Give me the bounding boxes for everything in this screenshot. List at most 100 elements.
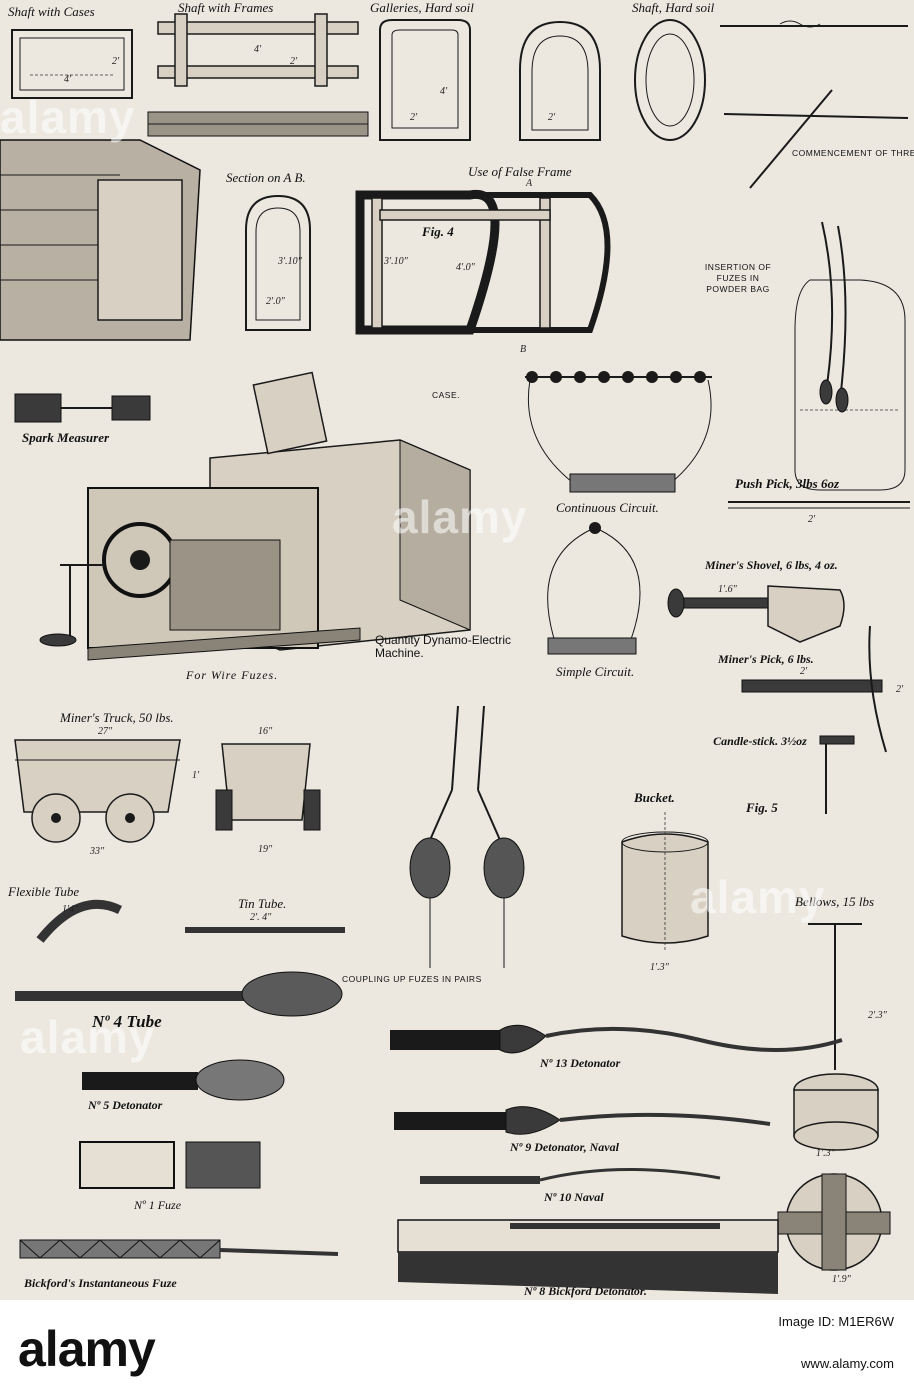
caption-shaft-hard-soil: Shaft, Hard soil — [632, 0, 715, 15]
miners-shovel-drawing — [667, 585, 845, 643]
image-id: Image ID: M1ER6W — [778, 1314, 894, 1329]
caption-galleries-hard-soil: Galleries, Hard soil — [370, 0, 474, 15]
dim-cases-height: 2' — [112, 56, 120, 67]
shaft-with-frames-drawing — [147, 13, 369, 137]
caption-shaft-with-cases: Shaft with Cases — [8, 4, 95, 19]
bickford-instantaneous-drawing — [19, 1239, 339, 1259]
candle-stick-drawing — [819, 735, 855, 814]
dim-pick-length: 2' — [800, 666, 808, 677]
caption-bellows: Bellows, 15 lbs — [795, 894, 875, 909]
dim-frames-width: 4' — [254, 44, 262, 55]
dim-frames-height: 2' — [290, 56, 298, 67]
powder-bag-drawing — [794, 221, 906, 491]
caption-miners-shovel: Miner's Shovel, 6 lbs, 4 oz. — [705, 558, 838, 572]
caption-three-way-join: COMMENCEMENT OF THREE-WAY JOIN — [792, 148, 914, 158]
site-url: www.alamy.com — [801, 1356, 894, 1371]
caption-miners-truck: Miner's Truck, 50 lbs. — [60, 710, 174, 725]
no9-detonator-drawing — [394, 1106, 771, 1135]
watermark: alamy — [20, 1011, 156, 1063]
caption-insertion-fuzes: INSERTION OF FUZES IN POWDER BAG — [704, 262, 772, 294]
dim-truck-width: 16" — [258, 726, 273, 737]
no10-naval-drawing — [420, 1168, 721, 1184]
dim-push-pick: 2' — [808, 514, 816, 525]
dim-bellows-base: 1'.9" — [832, 1274, 851, 1285]
dynamo-machine-drawing — [39, 371, 471, 661]
caption-bickford-instantaneous: Bickford's Instantaneous Fuze — [24, 1276, 177, 1290]
caption-tin-tube: Tin Tube. — [238, 896, 287, 911]
label-b: B — [520, 344, 527, 355]
caption-no5-detonator: Nº 5 Detonator — [88, 1098, 163, 1112]
caption-no1-fuze: Nº 1 Fuze — [134, 1198, 182, 1212]
caption-simple-circuit: Simple Circuit. — [556, 664, 635, 679]
caption-no4-tube: Nº 4 Tube — [92, 1012, 162, 1031]
caption-miners-pick: Miner's Pick, 6 lbs. — [718, 652, 814, 666]
label-a: A — [526, 178, 533, 189]
caption-fig-4: Fig. 4 — [422, 224, 454, 239]
bucket-drawing — [621, 812, 709, 950]
dim-arch-width: 2' — [548, 112, 556, 123]
dim-cases-width: 4' — [64, 74, 72, 85]
no5-detonator-drawing — [82, 1059, 285, 1101]
watermark: alamy — [690, 871, 826, 923]
section-ab-drawing — [245, 194, 311, 331]
dim-frame-width: 4'.0" — [456, 262, 475, 273]
continuous-circuit-drawing — [525, 371, 712, 493]
coupling-fuzes-drawing — [409, 705, 525, 968]
caption-dynamo-machine: Quantity Dynamo-Electric Machine. — [375, 633, 512, 660]
timbering-drawing — [0, 139, 201, 341]
caption-fig-5: Fig. 5 — [746, 800, 778, 815]
caption-no9-detonator: Nº 9 Detonator, Naval — [510, 1140, 619, 1154]
caption-coupling-fuzes: COUPLING UP FUZES IN PAIRS — [342, 974, 482, 984]
caption-for-wire-fuzes: For Wire Fuzes. — [186, 668, 279, 682]
shaft-with-cases-drawing — [11, 29, 133, 99]
dim-shovel: 1'.6" — [718, 584, 737, 595]
bellows-drawing — [777, 923, 891, 1271]
dim-bucket: 1'.3" — [650, 962, 669, 973]
caption-no13-detonator: Nº 13 Detonator — [540, 1056, 621, 1070]
push-pick-drawing — [728, 501, 910, 509]
caption-case: CASE. — [432, 390, 461, 400]
no13-detonator-drawing — [390, 1024, 843, 1054]
caption-bucket: Bucket. — [634, 790, 675, 805]
caption-section-ab: Section on A B. — [226, 170, 306, 185]
caption-no10-naval: Nº 10 Naval — [544, 1190, 604, 1204]
dim-section-height: 3'.10" — [278, 256, 302, 267]
dim-gallery-height: 4' — [440, 86, 448, 97]
dim-pick-height: 2' — [896, 684, 904, 695]
dim-section-width: 2'.0" — [266, 296, 285, 307]
no4-tube-drawing — [15, 971, 343, 1017]
watermark: alamy — [392, 491, 528, 543]
caption-shaft-with-frames: Shaft with Frames — [178, 0, 274, 15]
watermark: alamy — [0, 91, 136, 143]
no8-bickford-drawing — [397, 1219, 779, 1294]
caption-false-frame: Use of False Frame — [468, 164, 572, 179]
caption-flexible-tube: Flexible Tube — [8, 884, 80, 899]
dim-gallery-width: 2' — [410, 112, 418, 123]
dim-frame-height: 3'.10" — [384, 256, 408, 267]
caption-spark-measurer: Spark Measurer — [22, 430, 110, 445]
dim-bellows-width: 1'.3" — [816, 1148, 835, 1159]
tubes-drawing — [36, 899, 345, 943]
caption-push-pick: Push Pick, 3lbs 6oz — [735, 476, 840, 491]
no1-fuze-drawing — [79, 1141, 261, 1189]
brand-logo: alamy — [18, 1321, 156, 1377]
dim-flexible-tube: 1'4" — [62, 904, 79, 915]
dim-bellows-height: 2'.3" — [868, 1010, 887, 1021]
miners-pick-drawing — [741, 625, 887, 753]
caption-no8-bickford: Nº 8 Bickford Detonator. — [524, 1284, 647, 1298]
caption-candle-stick: Candle-stick. 3½oz — [713, 734, 807, 748]
dim-truck-base: 33" — [90, 846, 105, 857]
miners-truck-drawing — [14, 739, 321, 843]
galleries-drawing — [379, 19, 706, 141]
three-way-join-drawing — [720, 20, 909, 189]
false-frame-drawing — [355, 189, 611, 335]
engraving-plate: Shaft with Cases Shaft with Frames Galle… — [0, 0, 914, 1300]
dim-truck-base-width: 19" — [258, 844, 273, 855]
spark-measurer-drawing — [14, 393, 151, 423]
dim-truck-height: 1' — [192, 770, 200, 781]
simple-circuit-drawing — [547, 522, 641, 655]
stock-footer: alamy Image ID: M1ER6W www.alamy.com — [0, 1300, 914, 1390]
dim-truck-length: 27" — [98, 726, 113, 737]
plate-drawings — [0, 13, 910, 1294]
caption-continuous-circuit: Continuous Circuit. — [556, 500, 659, 515]
